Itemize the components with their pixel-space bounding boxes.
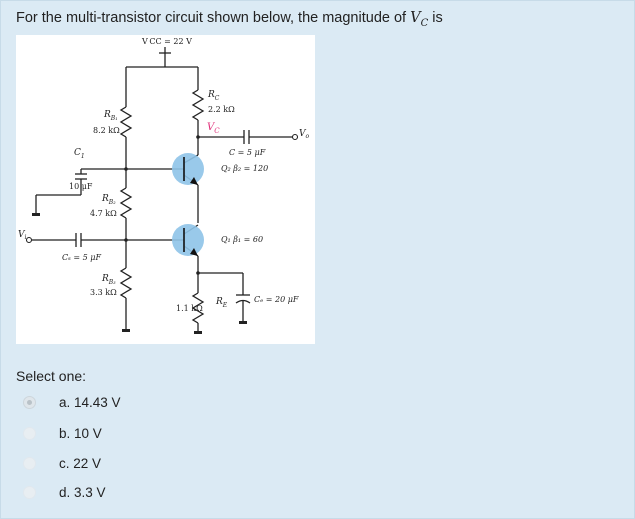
option-d[interactable]: d. 3.3 V xyxy=(23,482,106,502)
rb2-value: 4.7 kΩ xyxy=(90,209,117,218)
select-one-prompt: Select one: xyxy=(16,368,87,384)
ce-label: Cₑ = 20 μF xyxy=(254,295,299,304)
transistor-q1-icon xyxy=(172,224,204,256)
option-a-label: a. 14.43 V xyxy=(59,394,121,410)
option-b[interactable]: b. 10 V xyxy=(23,423,102,443)
vcc-label: V CC = 22 V xyxy=(141,37,192,46)
option-c[interactable]: c. 22 V xyxy=(23,453,101,473)
rb3-value: 3.3 kΩ xyxy=(90,288,117,297)
re-value: 1.1 kΩ xyxy=(176,304,203,313)
option-d-label: d. 3.3 V xyxy=(59,484,106,500)
radio-a[interactable] xyxy=(23,395,36,409)
vi-label: Vi xyxy=(18,230,27,241)
rb2-name: RB₂ xyxy=(101,194,116,206)
option-b-label: b. 10 V xyxy=(59,425,102,441)
circuit-figure: V CC = 22 V RB₁ 8.2 kΩ RB₂ 4.7 kΩ RB₃ 3.… xyxy=(16,35,315,344)
radio-d[interactable] xyxy=(23,485,36,499)
question-variable-sub: C xyxy=(420,17,429,29)
option-a[interactable]: a. 14.43 V xyxy=(23,392,121,412)
cout-label: C = 5 μF xyxy=(229,148,266,157)
re-name: RE xyxy=(215,297,228,309)
q1-label: Q₁ β₁ = 60 xyxy=(221,235,263,244)
rb3-name: RB₃ xyxy=(101,274,116,286)
transistor-q2-icon xyxy=(172,153,204,185)
question-variable-base: V xyxy=(410,10,421,26)
rb1-name: RB₁ xyxy=(103,110,118,122)
rb1-value: 8.2 kΩ xyxy=(93,126,120,135)
radio-b[interactable] xyxy=(23,426,36,440)
circuit-diagram: V CC = 22 V RB₁ 8.2 kΩ RB₂ 4.7 kΩ RB₃ 3.… xyxy=(18,37,310,334)
q2-label: Q₂ β₂ = 120 xyxy=(221,164,268,173)
vo-label: Vo xyxy=(299,129,310,140)
c1-name: C1 xyxy=(74,148,85,160)
vc-label: VC xyxy=(207,122,220,135)
question-variable: VC xyxy=(410,10,429,29)
question-text: For the multi-transistor circuit shown b… xyxy=(16,10,443,29)
question-text-before: For the multi-transistor circuit shown b… xyxy=(16,10,411,26)
radio-c[interactable] xyxy=(23,456,36,470)
c1-value: 10 μF xyxy=(69,182,93,191)
question-text-after: is xyxy=(428,10,443,26)
rc-value: 2.2 kΩ xyxy=(208,105,235,114)
rc-name: RC xyxy=(207,90,220,102)
cs-label: Cₛ = 5 μF xyxy=(62,253,101,262)
option-c-label: c. 22 V xyxy=(59,455,102,471)
